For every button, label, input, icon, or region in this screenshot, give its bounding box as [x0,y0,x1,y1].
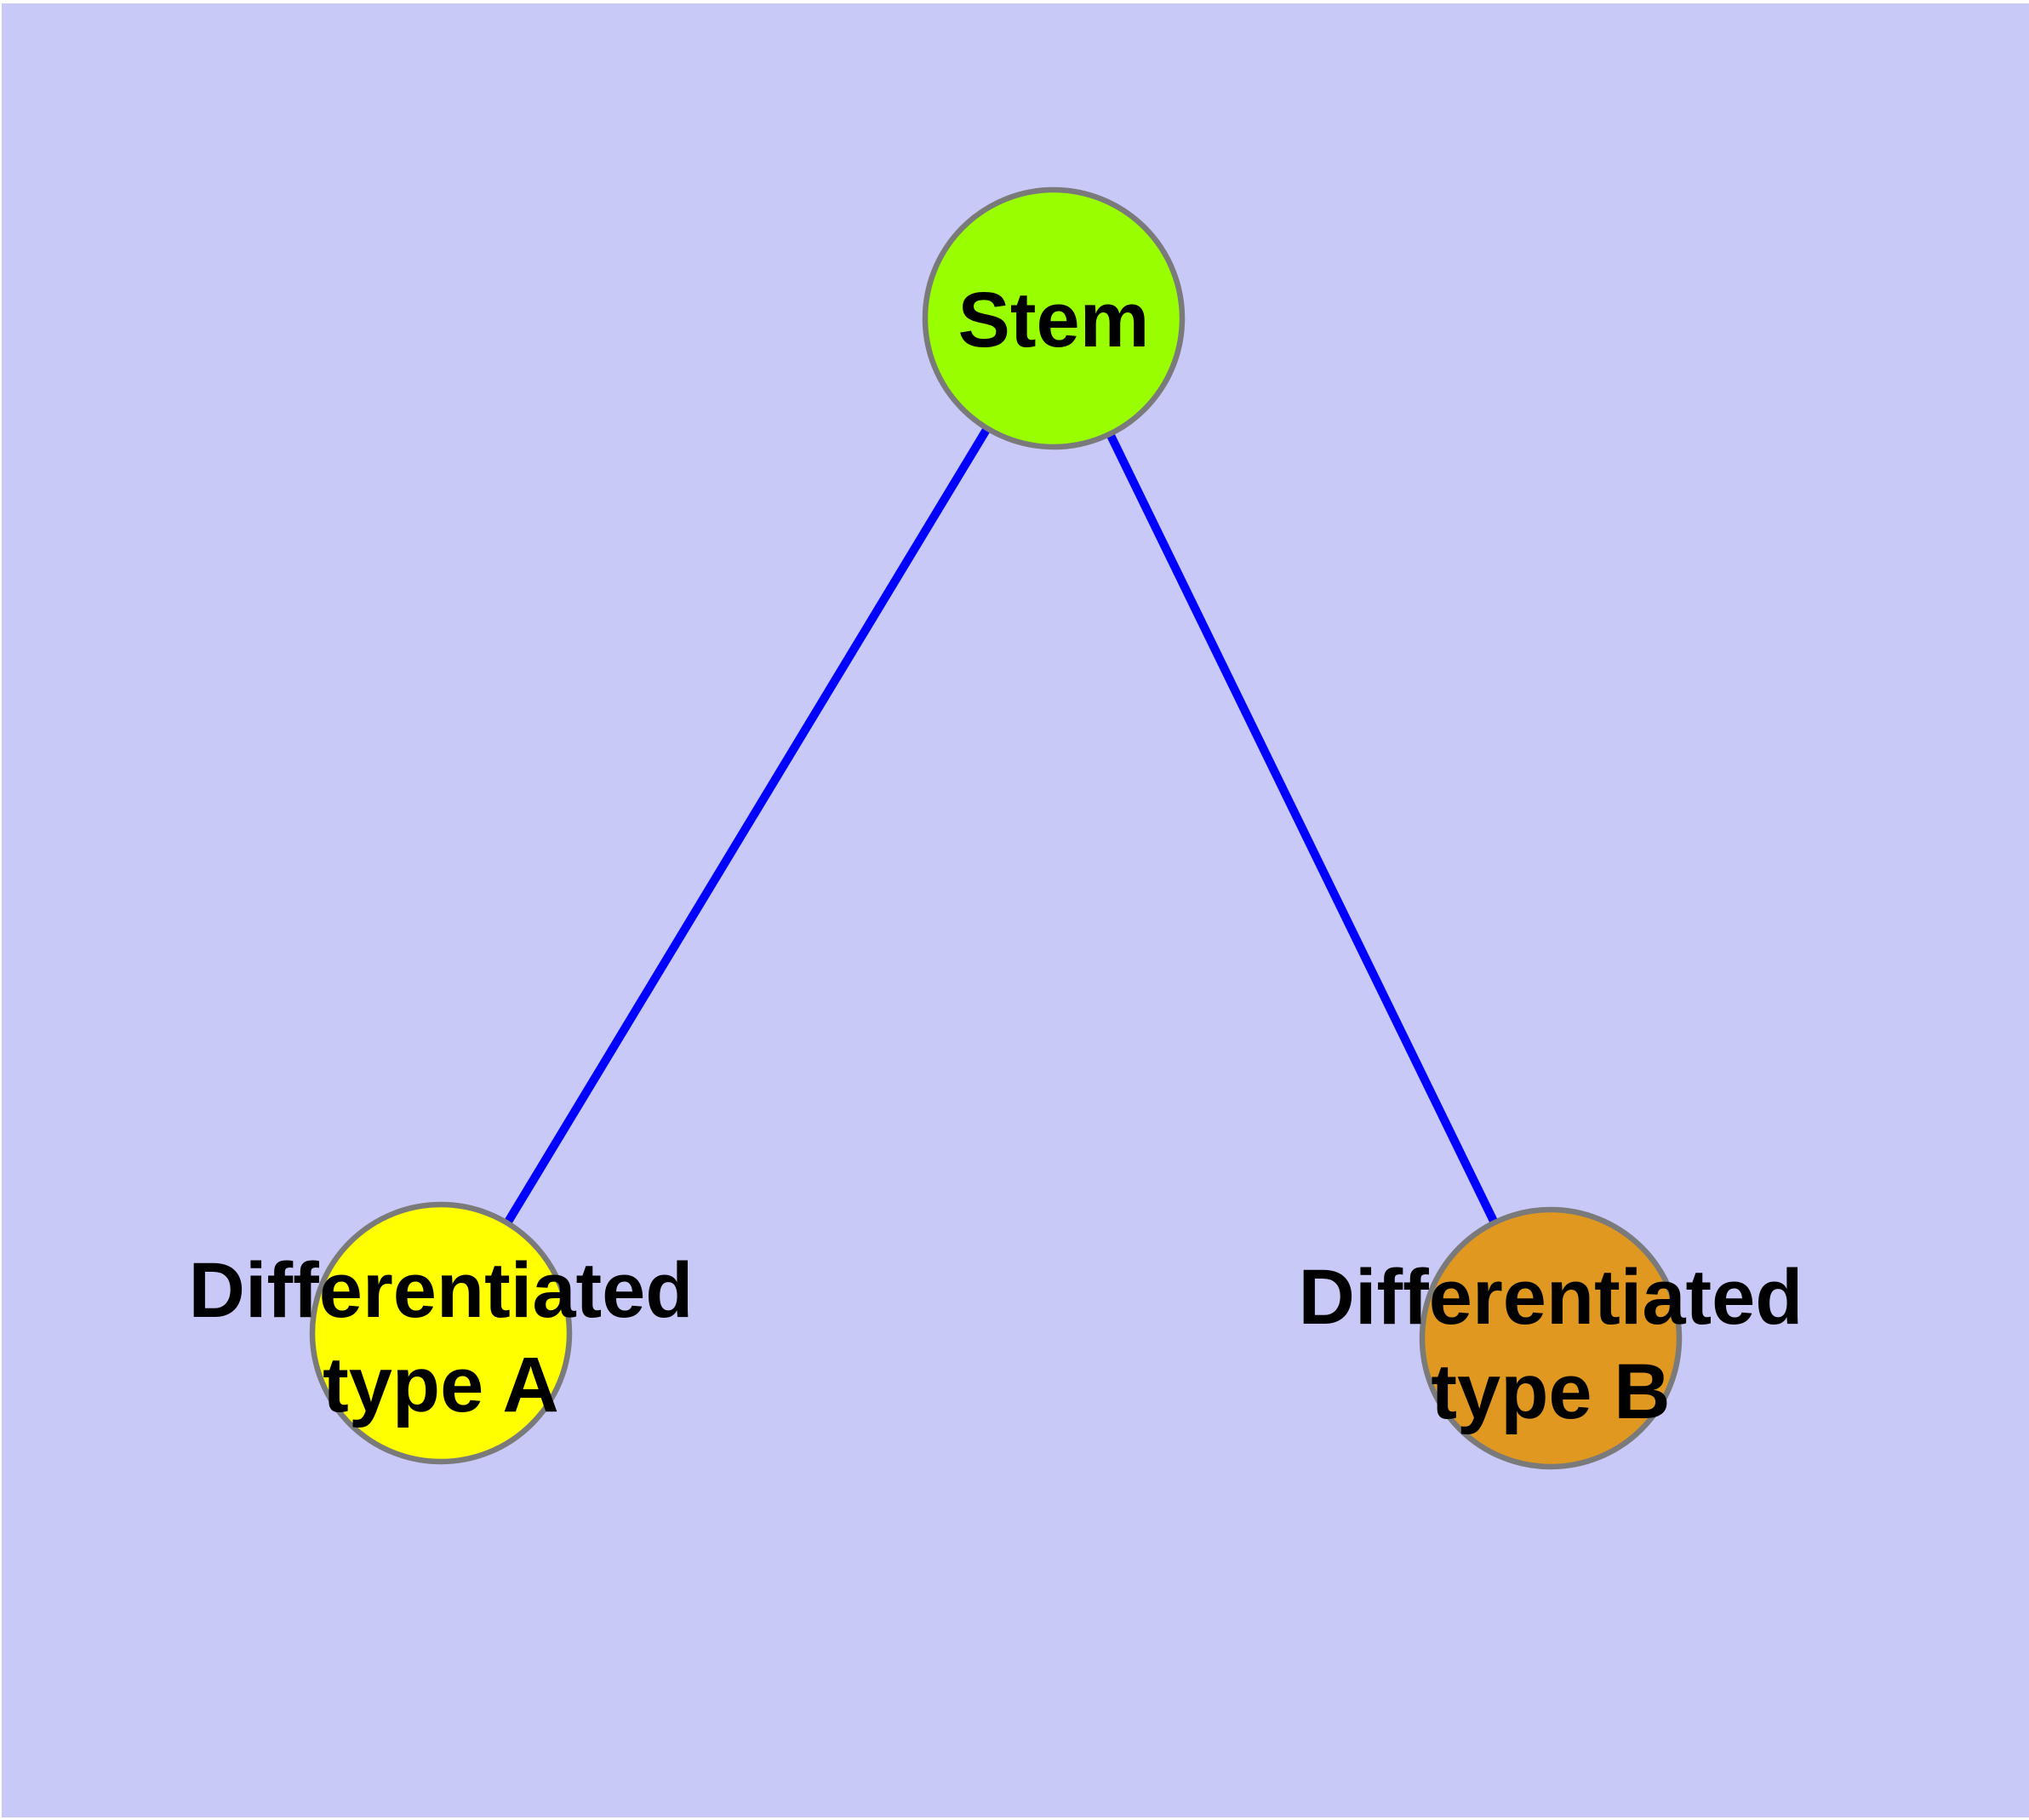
edge-stem-to-type-b [1049,316,1555,1341]
node-stem[interactable] [922,186,1186,450]
edge-stem-to-type-a [437,316,1058,1336]
node-differentiated-type-a[interactable] [309,1201,573,1465]
page-edge-bottom [0,1817,2029,1820]
node-stem-label: Stem [958,277,1150,363]
page-edge-left [0,0,2,1820]
page-edge-top [0,0,2029,3]
node-differentiated-type-b[interactable] [1419,1206,1683,1470]
node-differentiated-type-a-label-line1: Differentiated [189,1247,694,1334]
node-differentiated-type-b-label-line2: type B [1431,1348,1670,1435]
node-differentiated-type-a-label-line2: type A [323,1342,559,1428]
node-differentiated-type-b-label-line1: Differentiated [1299,1254,1803,1341]
